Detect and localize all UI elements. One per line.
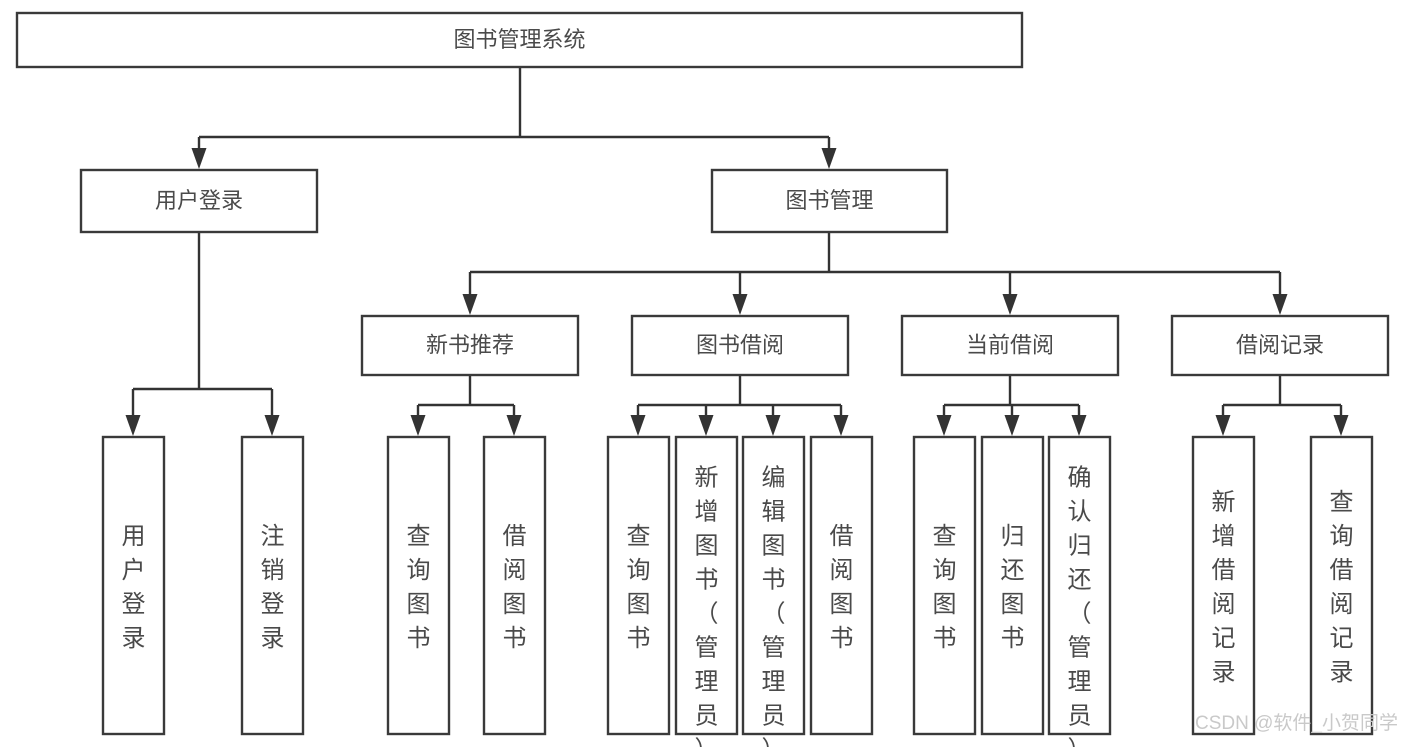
arrow-head-icon <box>833 415 849 436</box>
node-label: 查询图书 <box>407 523 431 652</box>
arrow-head-icon <box>1004 415 1020 436</box>
nodes-layer: 图书管理系统用户登录图书管理新书推荐图书借阅当前借阅借阅记录用户登录注销登录查询… <box>15 11 1390 747</box>
arrow-head-icon <box>1272 294 1288 315</box>
node-label: 图书借阅 <box>696 332 784 357</box>
connector-record-to-leaves <box>1215 375 1349 436</box>
arrow-head-icon <box>732 294 748 315</box>
arrow-head-icon <box>630 415 646 436</box>
node-leaf-query-book-borrow[interactable]: 查询图书 <box>606 435 671 736</box>
node-leaf-borrow-book-borrow[interactable]: 借阅图书 <box>809 435 874 736</box>
node-label: 图书管理系统 <box>453 27 585 52</box>
node-root[interactable]: 图书管理系统 <box>15 11 1024 69</box>
node-box[interactable] <box>15 11 1024 69</box>
arrow-head-icon <box>765 415 781 436</box>
node-leaf-borrow-book-recommend[interactable]: 借阅图书 <box>482 435 547 736</box>
node-leaf-edit-book-admin[interactable]: 编辑图书（管理员） <box>741 435 806 747</box>
node-leaf-query-borrow-record[interactable]: 查询借阅记录 <box>1309 435 1374 736</box>
node-box[interactable] <box>741 435 806 736</box>
node-leaf-return-book[interactable]: 归还图书 <box>980 435 1045 736</box>
node-borrow-record[interactable]: 借阅记录 <box>1170 314 1390 377</box>
node-label: 用户登录 <box>155 188 243 213</box>
node-leaf-confirm-return-admin[interactable]: 确认归还（管理员） <box>1047 435 1112 747</box>
connector-recommend-to-leaves <box>410 375 522 436</box>
node-user-login[interactable]: 用户登录 <box>79 168 319 234</box>
node-leaf-add-borrow-record[interactable]: 新增借阅记录 <box>1191 435 1256 736</box>
arrow-head-icon <box>264 415 280 436</box>
node-box[interactable] <box>1309 435 1374 736</box>
arrow-head-icon <box>462 294 478 315</box>
node-label: 注销登录 <box>261 523 285 652</box>
node-book-management[interactable]: 图书管理 <box>710 168 949 234</box>
node-box[interactable] <box>606 435 671 736</box>
node-label: 用户登录 <box>122 523 146 652</box>
node-box[interactable] <box>900 314 1120 377</box>
node-label: 归还图书 <box>1001 523 1025 652</box>
node-leaf-user-login[interactable]: 用户登录 <box>101 435 166 736</box>
node-box[interactable] <box>710 168 949 234</box>
arrow-head-icon <box>698 415 714 436</box>
arrow-head-icon <box>1215 415 1231 436</box>
node-box[interactable] <box>809 435 874 736</box>
node-label: 新增图书（管理员） <box>695 465 719 747</box>
connector-bookmgmt-to-level3 <box>462 232 1288 315</box>
node-box[interactable] <box>674 435 739 736</box>
node-label: 编辑图书（管理员） <box>762 465 786 747</box>
arrow-head-icon <box>821 148 837 169</box>
arrow-head-icon <box>936 415 952 436</box>
node-current-borrow[interactable]: 当前借阅 <box>900 314 1120 377</box>
node-box[interactable] <box>912 435 977 736</box>
node-label: 确认归还（管理员） <box>1068 465 1092 747</box>
csdn-watermark: CSDN @软件_小贺同学 <box>1195 712 1398 734</box>
arrow-head-icon <box>191 148 207 169</box>
node-box[interactable] <box>79 168 319 234</box>
arrow-head-icon <box>125 415 141 436</box>
edges-layer <box>125 67 1349 436</box>
node-leaf-query-book-current[interactable]: 查询图书 <box>912 435 977 736</box>
node-box[interactable] <box>386 435 451 736</box>
node-label: 查询借阅记录 <box>1330 489 1354 686</box>
node-box[interactable] <box>1047 435 1112 736</box>
node-box[interactable] <box>240 435 305 736</box>
arrow-head-icon <box>410 415 426 436</box>
arrow-head-icon <box>1071 415 1087 436</box>
node-label: 借阅图书 <box>503 523 527 652</box>
node-label: 查询图书 <box>933 523 957 652</box>
node-box[interactable] <box>1170 314 1390 377</box>
node-new-book-recommend[interactable]: 新书推荐 <box>360 314 580 377</box>
node-book-borrow[interactable]: 图书借阅 <box>630 314 850 377</box>
node-label: 借阅图书 <box>830 523 854 652</box>
node-label: 当前借阅 <box>966 332 1054 357</box>
node-box[interactable] <box>1191 435 1256 736</box>
arrow-head-icon <box>1333 415 1349 436</box>
node-box[interactable] <box>980 435 1045 736</box>
node-label: 借阅记录 <box>1236 332 1324 357</box>
arrow-head-icon <box>506 415 522 436</box>
node-box[interactable] <box>482 435 547 736</box>
node-label: 新书推荐 <box>426 332 514 357</box>
arrow-head-icon <box>1002 294 1018 315</box>
node-label: 查询图书 <box>627 523 651 652</box>
node-leaf-query-book-recommend[interactable]: 查询图书 <box>386 435 451 736</box>
connector-root-to-level2 <box>191 67 837 169</box>
node-label: 图书管理 <box>785 188 873 213</box>
node-box[interactable] <box>101 435 166 736</box>
connector-current-to-leaves <box>936 375 1087 436</box>
node-box[interactable] <box>630 314 850 377</box>
node-leaf-add-book-admin[interactable]: 新增图书（管理员） <box>674 435 739 747</box>
connector-userlogin-to-leaves <box>125 232 280 436</box>
node-box[interactable] <box>360 314 580 377</box>
connector-borrow-to-leaves <box>630 375 849 436</box>
node-leaf-logout[interactable]: 注销登录 <box>240 435 305 736</box>
node-label: 新增借阅记录 <box>1212 489 1236 686</box>
